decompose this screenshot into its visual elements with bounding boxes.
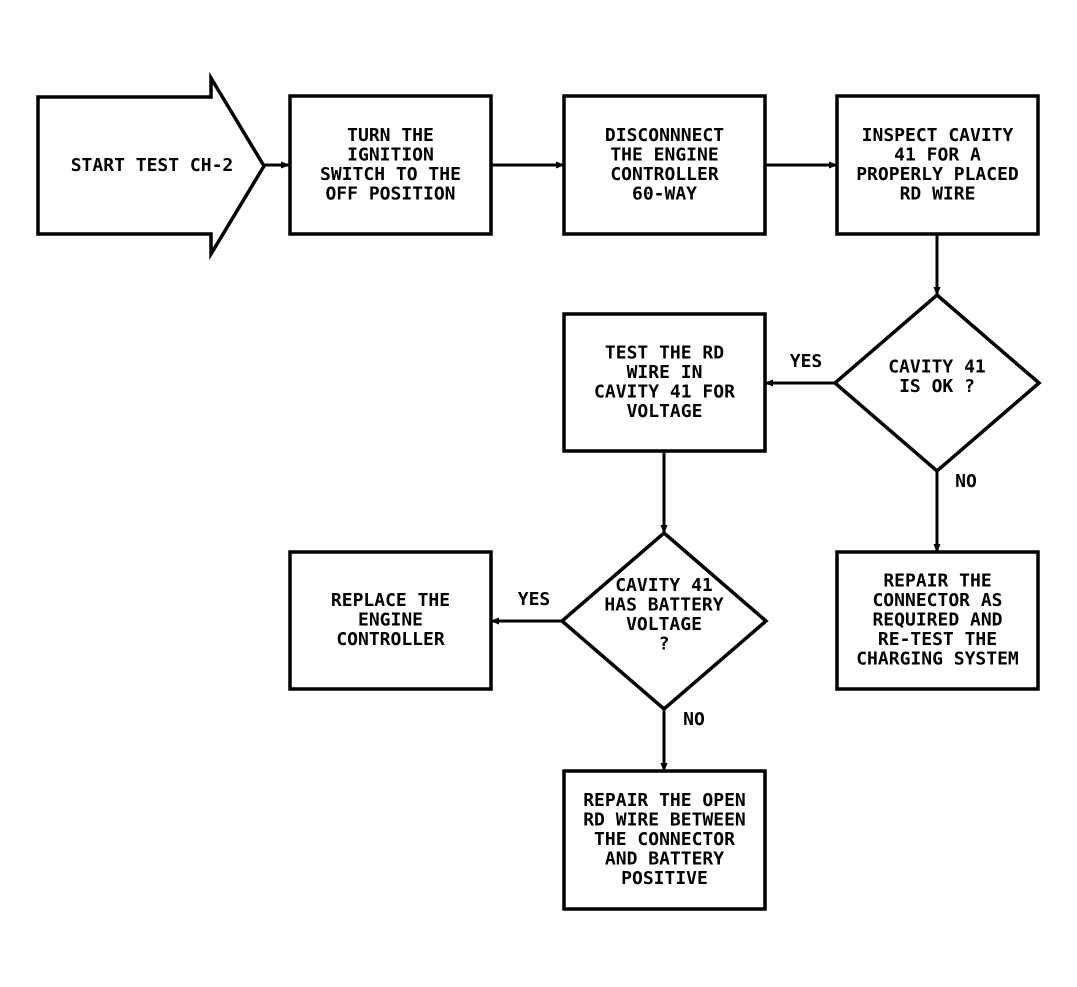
node-text-line: VOLTAGE (627, 401, 703, 422)
connectors (264, 161, 941, 772)
node-text-line: HAS BATTERY (604, 594, 723, 615)
node-text-line: THE ENGINE (610, 144, 718, 165)
process-box (562, 312, 767, 453)
node-text-line: START TEST CH-2 (71, 155, 234, 176)
edge-label-yes: YES (518, 589, 551, 610)
node-text-line: VOLTAGE (626, 614, 702, 635)
edge-label-no: NO (683, 709, 705, 730)
node-text-line: OFF POSITION (325, 183, 455, 204)
node-text-line: THE CONNECTOR (594, 829, 735, 850)
node-text-line: TEST THE RD (605, 342, 724, 363)
process-box (562, 94, 767, 236)
node-text-line: DISCONNNECT (605, 125, 724, 146)
node-text-line: WIRE IN (627, 362, 703, 383)
node-text-line: CONNECTOR AS (872, 590, 1002, 611)
process-box (835, 94, 1040, 236)
node-text-line: IS OK ? (899, 376, 975, 397)
start-arrow-shape (36, 71, 267, 261)
node-text-line: CHARGING SYSTEM (856, 649, 1019, 670)
process-box (835, 550, 1040, 691)
node-text-line: CAVITY 41 (615, 575, 713, 596)
node-text-line: REPAIR THE OPEN (583, 790, 746, 811)
node-text-line: TURN THE (347, 125, 434, 146)
node-text-line: CAVITY 41 (888, 356, 986, 377)
node-text-line: ? (659, 633, 670, 654)
edge-label-yes: YES (790, 351, 823, 372)
node-text-line: RD WIRE BETWEEN (583, 810, 746, 831)
node-start: START TEST CH-2 (36, 71, 267, 261)
process-box (288, 94, 493, 236)
node-text-line: RD WIRE (900, 183, 976, 204)
edge-label-no: NO (955, 471, 977, 492)
node-text-line: CAVITY 41 FOR (594, 381, 735, 402)
node-text-line: AND BATTERY (605, 849, 724, 870)
decision-diamond (832, 292, 1042, 474)
node-text-line: REPAIR THE (883, 571, 991, 592)
node-text-line: INSPECT CAVITY (862, 125, 1014, 146)
node-text-line: POSITIVE (621, 868, 708, 889)
node-text-line: RE-TEST THE (878, 629, 997, 650)
node-text-line: PROPERLY PLACED (856, 164, 1019, 185)
process-box (562, 769, 767, 911)
process-box (288, 550, 493, 691)
node-text-line: CONTROLLER (610, 164, 719, 185)
node-text-line: IGNITION (347, 144, 434, 165)
node-text-line: SWITCH TO THE (320, 164, 461, 185)
node-text-line: REPLACE THE (331, 590, 450, 611)
decision-diamond (559, 530, 769, 712)
node-text-line: ENGINE (358, 610, 423, 631)
edge-labels: YES NO YES NO (518, 351, 977, 730)
node-text-line: 41 FOR A (894, 144, 981, 165)
node-text-line: REQUIRED AND (872, 610, 1002, 631)
node-text-line: 60-WAY (632, 183, 697, 204)
node-text-line: CONTROLLER (336, 629, 445, 650)
